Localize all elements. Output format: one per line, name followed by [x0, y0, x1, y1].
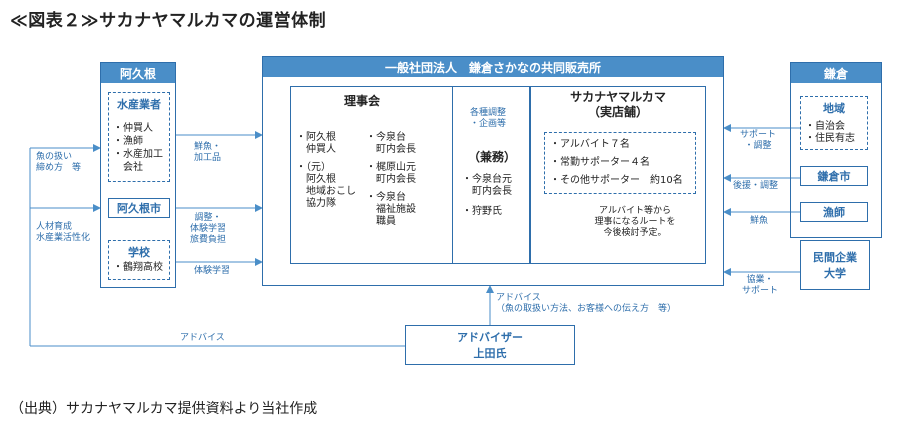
- school-item: ・鶴翔高校: [113, 262, 163, 273]
- staff-item: ・アルバイト７名: [550, 139, 630, 150]
- advisor-box: アドバイザー上田氏: [405, 325, 575, 365]
- fisher-box: 漁師: [800, 202, 868, 222]
- school-title: 学校: [128, 246, 150, 259]
- board-title: 理事会: [344, 94, 381, 108]
- fishery-item: ・仲買人: [113, 123, 153, 134]
- store-box: [530, 86, 706, 264]
- concurrent-title: （兼務）: [468, 150, 517, 164]
- fishery-group-title: 水産業者: [117, 98, 161, 111]
- corp-univ-box: 民間企業大学: [800, 240, 870, 290]
- fishery-item: ・漁師: [113, 136, 143, 147]
- label-support: サポート・調整: [740, 130, 777, 151]
- board-box: [290, 86, 530, 264]
- region-group: 地域 ・自治会 ・住民有志: [800, 96, 868, 150]
- board-col1: ・阿久根 仲買人 ・（元） 阿久根 地域おこし 協力隊: [296, 132, 356, 209]
- label-hr: 人材育成水産業活性化: [36, 222, 91, 243]
- label-advice-top: アドバイス（魚の取扱い方法、お客様への伝え方 等）: [496, 293, 677, 314]
- akune-city-box: 阿久根市: [108, 198, 170, 218]
- kamakura-frame: [790, 62, 882, 238]
- fishery-item: ・水産加工: [113, 149, 163, 160]
- store-note: アルバイト等から理事になるルートを今後検討予定。: [594, 206, 676, 238]
- akune-header: 阿久根: [101, 63, 175, 83]
- staff-item: ・その他サポーター 約10名: [550, 175, 683, 186]
- label-fresh-fish: 鮮魚: [750, 216, 769, 226]
- region-item: ・住民有志: [805, 133, 855, 144]
- label-various-coord: 各種調整・企画等: [470, 108, 507, 129]
- label-collab: 協業・サポート: [742, 275, 779, 296]
- fishery-group: 水産業者 ・仲買人 ・漁師 ・水産加工 会社: [108, 92, 170, 182]
- label-cosponsor: 後援・調整: [733, 181, 779, 191]
- org-header: 一般社団法人 鎌倉さかなの共同販売所: [263, 57, 723, 77]
- label-fresh: 鮮魚・加工品: [194, 142, 222, 163]
- label-advice-left: アドバイス: [180, 333, 225, 343]
- concurrent-list: ・今泉台元 町内会長 ・狩野氏: [462, 174, 512, 217]
- fishery-item: 会社: [113, 162, 143, 173]
- board-col2: ・今泉台 町内会長 ・梶原山元 町内会長 ・今泉台 福祉施設 職員: [366, 132, 416, 227]
- middle-divider: [452, 86, 453, 264]
- staff-item: ・常勤サポーター４名: [550, 157, 650, 168]
- school-group: 学校 ・鶴翔高校: [108, 240, 170, 280]
- label-handling: 魚の扱い締め方 等: [36, 152, 82, 173]
- kamakura-header: 鎌倉: [790, 63, 882, 83]
- kamakura-city-box: 鎌倉市: [800, 166, 868, 186]
- source-note: （出典）サカナヤマルカマ提供資料より当社作成: [10, 401, 318, 417]
- label-coord: 調整・体験学習旅費負担: [190, 213, 227, 245]
- label-experience: 体験学習: [194, 266, 231, 276]
- region-title: 地域: [823, 102, 845, 115]
- store-title: サカナヤマルカマ （実店舗）: [570, 90, 666, 119]
- region-item: ・自治会: [805, 121, 845, 132]
- akune-panel: [100, 62, 176, 288]
- diagram-title: ≪図表２≫サカナヤマルカマの運営体制: [10, 11, 327, 31]
- store-staff-group: ・アルバイト７名 ・常勤サポーター４名 ・その他サポーター 約10名: [544, 132, 696, 194]
